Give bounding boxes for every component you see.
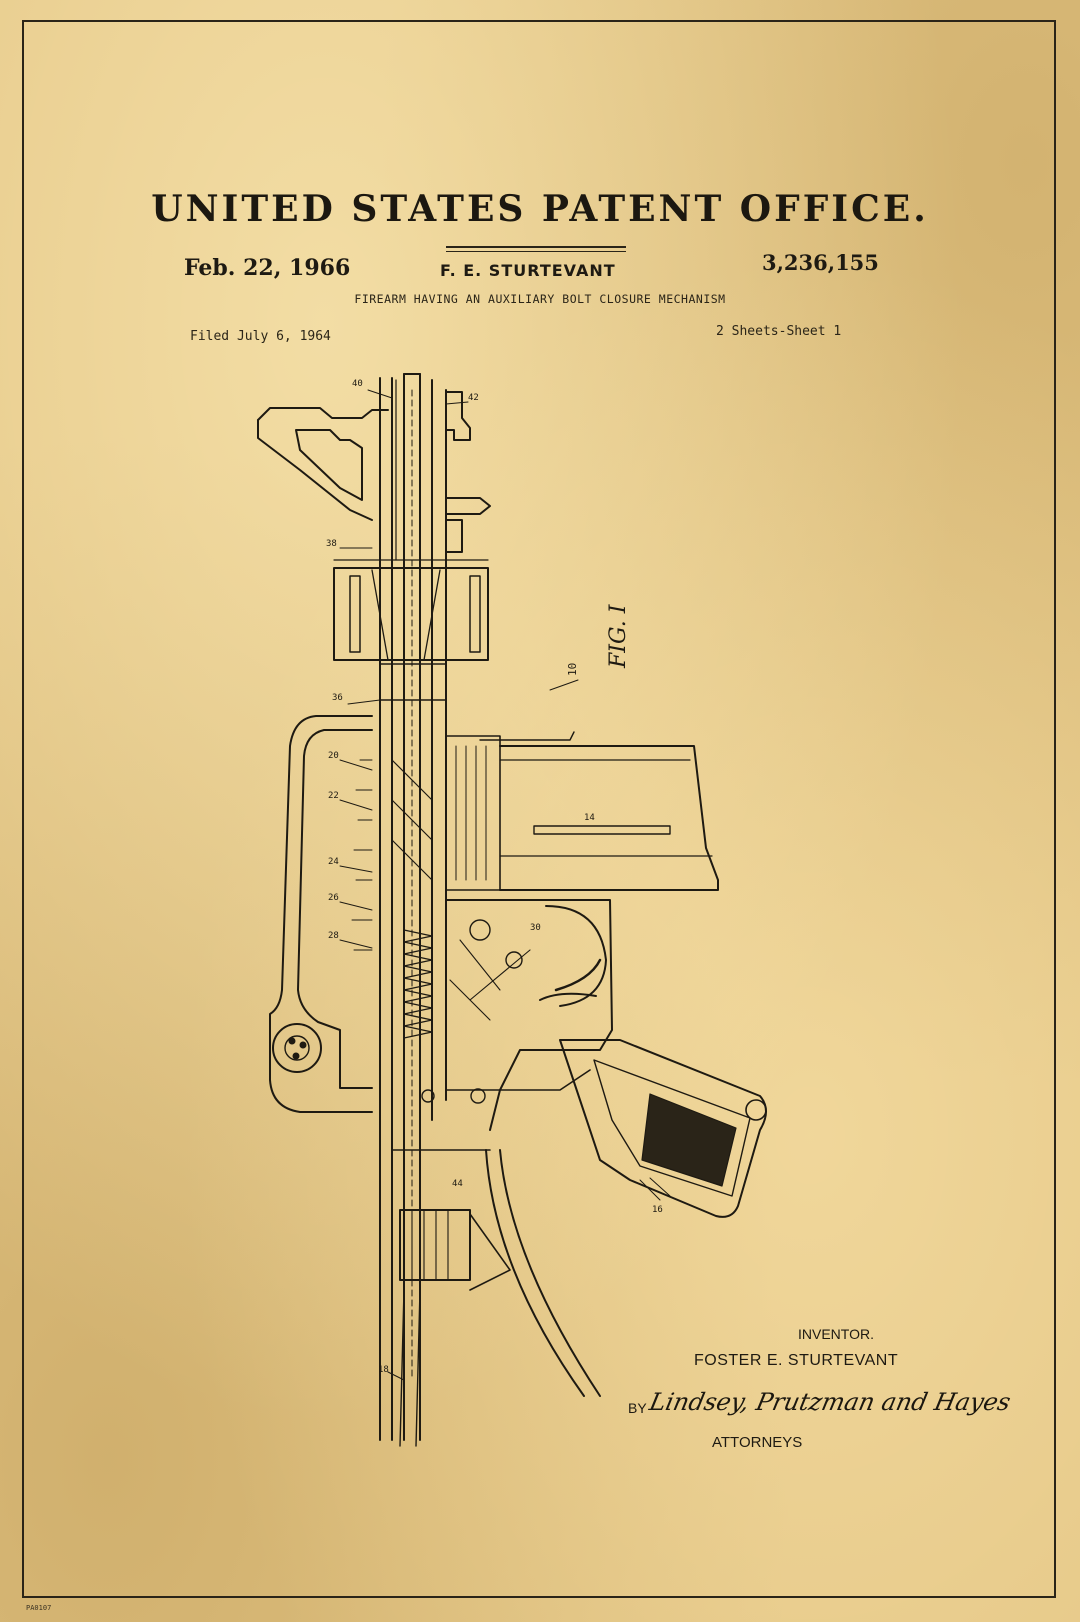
svg-text:38: 38 xyxy=(326,539,337,549)
svg-text:30: 30 xyxy=(530,923,541,933)
pistol-grip xyxy=(559,1039,767,1218)
sight-post xyxy=(445,497,491,515)
by-label: BY xyxy=(628,1400,647,1416)
trigger xyxy=(554,958,602,992)
svg-text:20: 20 xyxy=(328,751,339,761)
svg-text:44: 44 xyxy=(452,1179,463,1189)
buttstock-inner xyxy=(297,729,373,1089)
magazine xyxy=(499,745,719,891)
office-title: UNITED STATES PATENT OFFICE. xyxy=(151,188,929,230)
svg-text:40: 40 xyxy=(352,379,363,389)
grip-texture xyxy=(641,1093,737,1187)
bolt-carrier xyxy=(445,735,501,891)
page-border xyxy=(22,20,1056,1598)
sheet-count: 2 Sheets-Sheet 1 xyxy=(716,324,842,339)
buffer-spring xyxy=(403,929,433,1039)
patent-number: 3,236,155 xyxy=(762,250,879,275)
svg-text:16: 16 xyxy=(652,1205,663,1215)
strut-outer xyxy=(499,1149,601,1397)
patent-subject: FIREARM HAVING AN AUXILIARY BOLT CLOSURE… xyxy=(354,292,726,306)
svg-text:18: 18 xyxy=(378,1365,389,1375)
attorneys-label: ATTORNEYS xyxy=(712,1434,803,1451)
trigger-guard xyxy=(545,905,607,1007)
title-rule xyxy=(446,246,626,248)
svg-text:24: 24 xyxy=(328,857,339,867)
buttstock-outline xyxy=(269,715,373,1113)
attorney-signature: Lindsey, Prutzman and Hayes xyxy=(647,1388,1014,1416)
carry-handle-side xyxy=(257,419,373,521)
filed-date: Filed July 6, 1964 xyxy=(190,329,331,344)
title-rule-thin xyxy=(446,251,626,252)
handguard-block xyxy=(333,567,489,661)
strut-inner xyxy=(485,1149,585,1397)
svg-text:26: 26 xyxy=(328,893,339,903)
magazine-slot xyxy=(533,825,671,835)
inventor-name: FOSTER E. STURTEVANT xyxy=(694,1352,899,1369)
carry-handle-top xyxy=(257,407,389,421)
svg-text:42: 42 xyxy=(468,393,479,403)
inventor-label: INVENTOR. xyxy=(798,1326,874,1342)
buttplate-screw xyxy=(272,1023,322,1073)
svg-text:14: 14 xyxy=(584,813,595,823)
figure-reference-number: 10 xyxy=(566,662,579,676)
svg-text:36: 36 xyxy=(332,693,343,703)
patent-date: Feb. 22, 1966 xyxy=(184,255,351,281)
svg-text:28: 28 xyxy=(328,931,339,941)
inventor-short-name: F. E. STURTEVANT xyxy=(440,261,616,280)
figure-label: FIG. I xyxy=(606,604,631,668)
svg-text:22: 22 xyxy=(328,791,339,801)
lower-block xyxy=(399,1209,471,1281)
reference-numerals: 40 42 38 36 20 22 24 26 28 14 30 44 16 1… xyxy=(326,379,663,1375)
front-sight xyxy=(445,391,471,441)
print-code: PA0107 xyxy=(26,1604,52,1612)
carry-handle-window xyxy=(295,429,363,501)
reference-leaders xyxy=(339,389,671,1381)
